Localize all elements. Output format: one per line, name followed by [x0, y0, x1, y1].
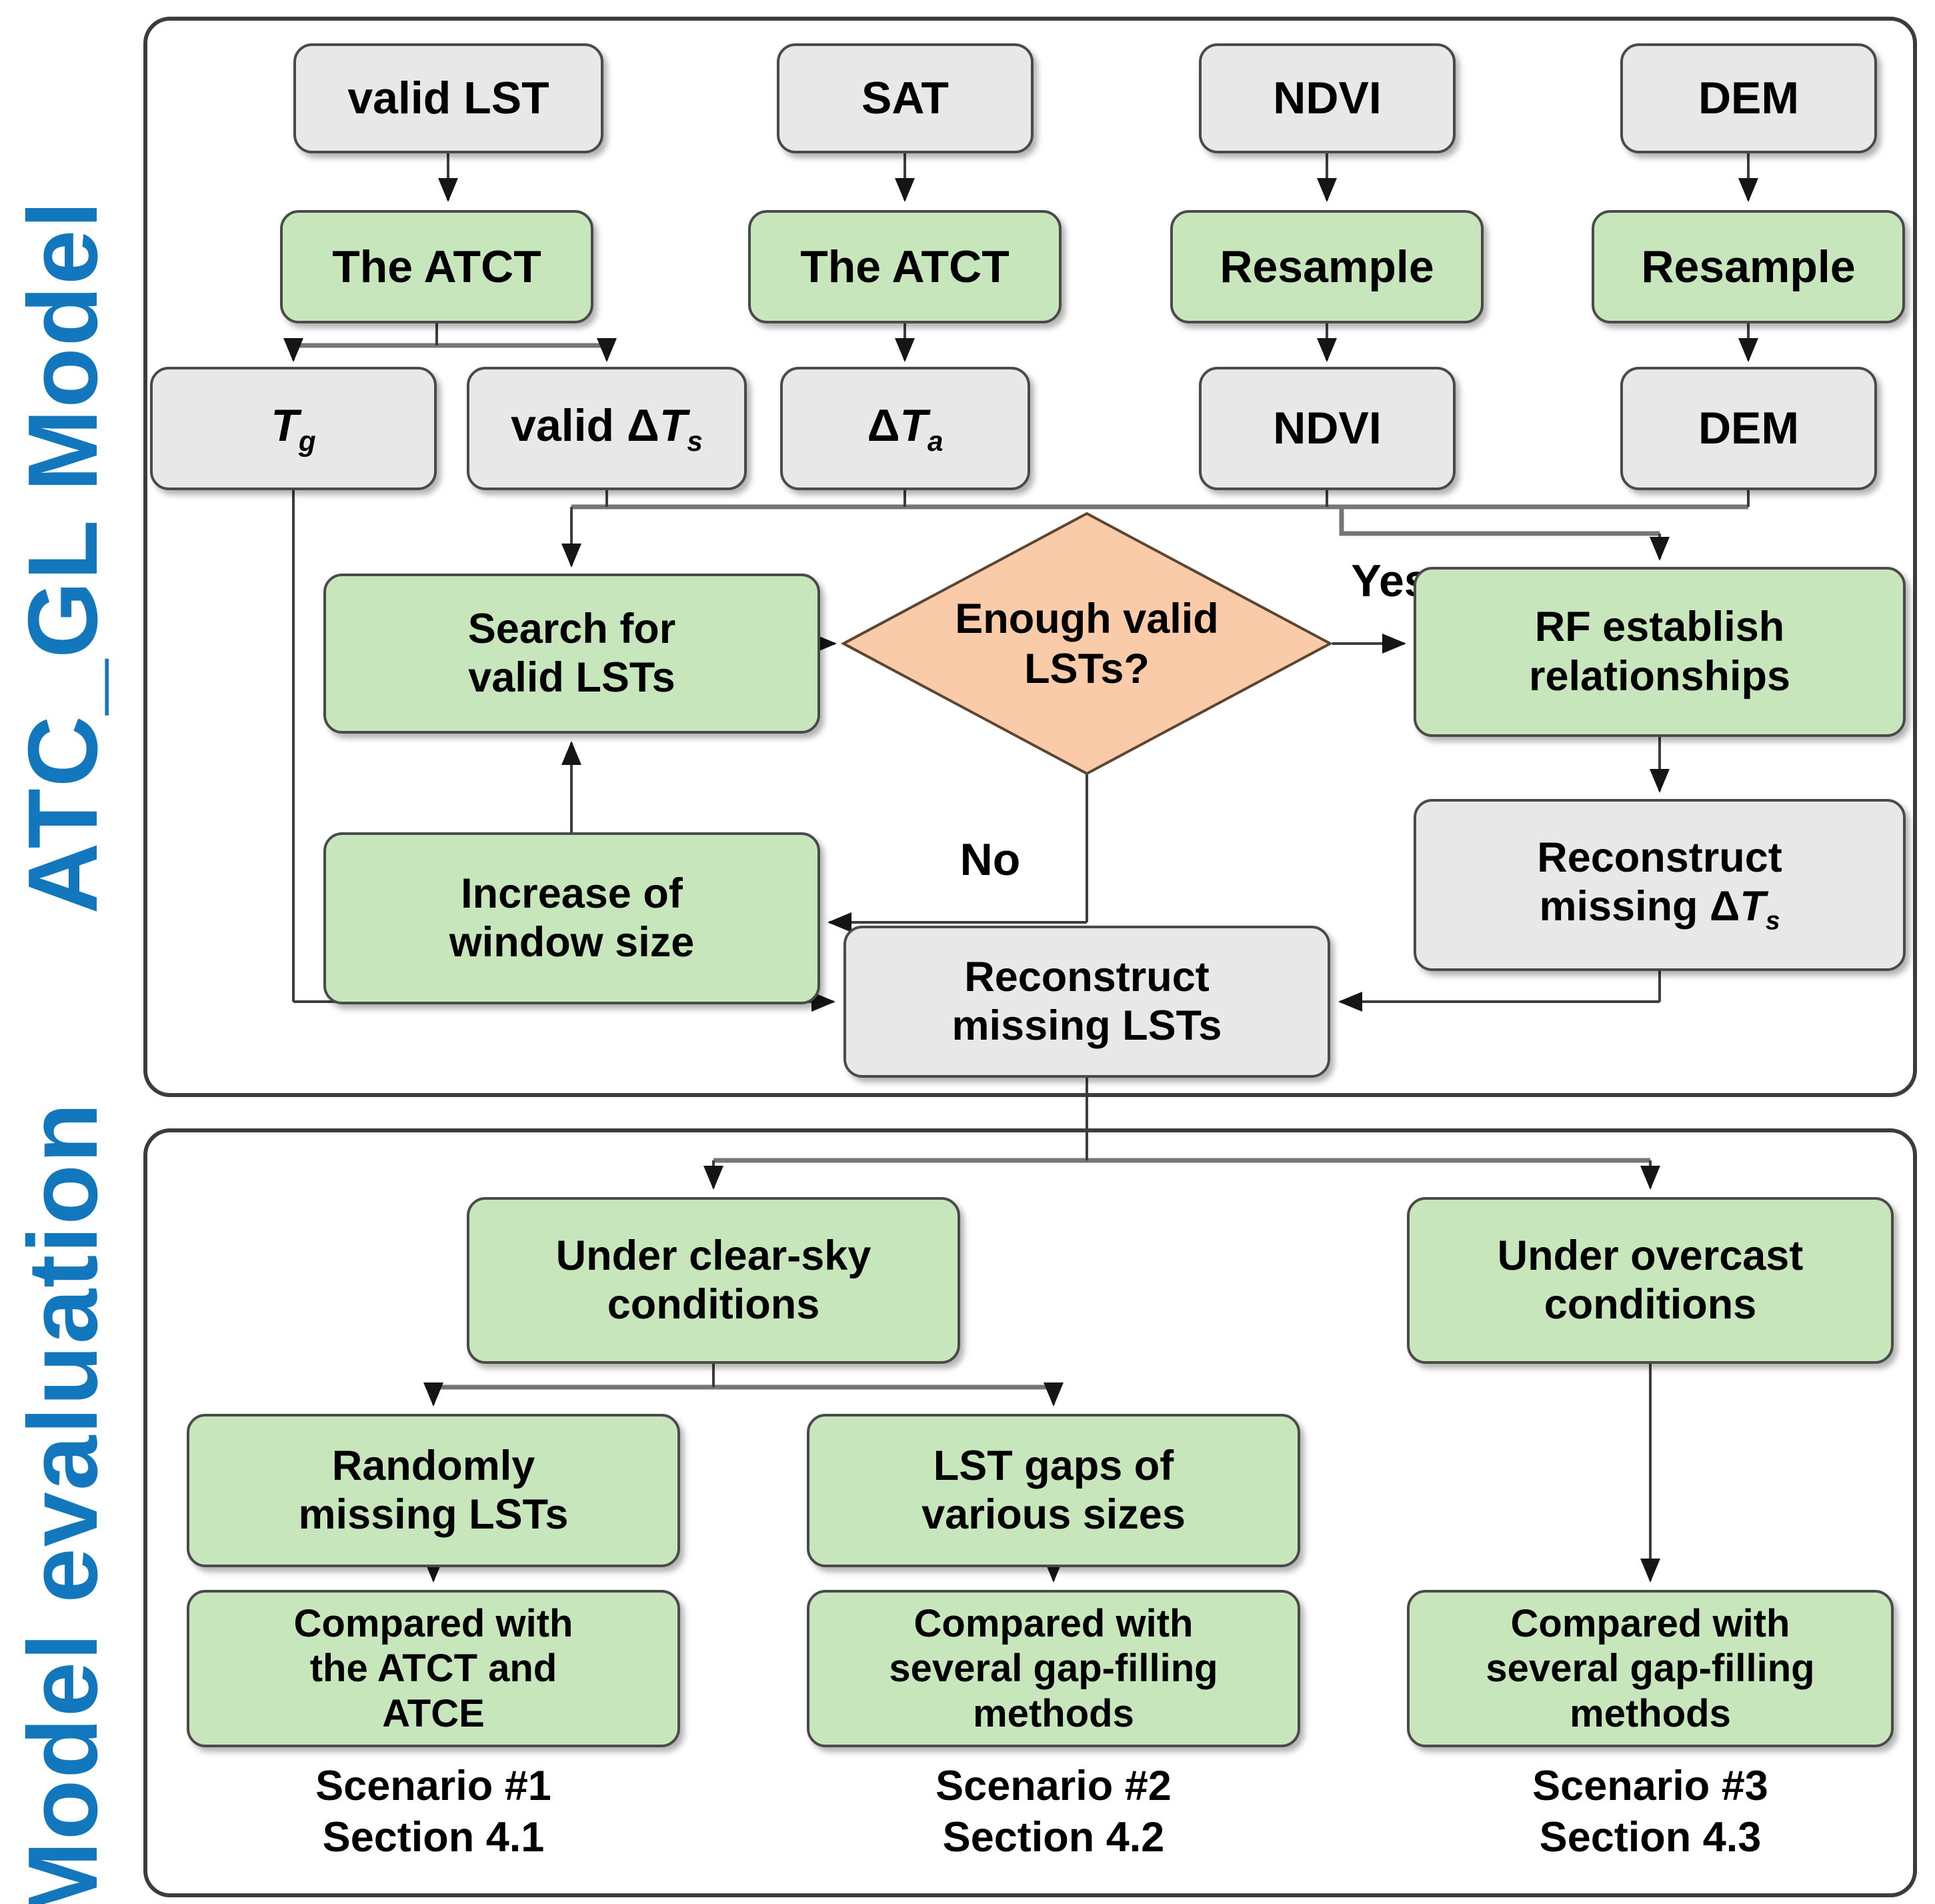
node-cmp1-line2: the ATCT and [309, 1647, 557, 1691]
node-cmp3-line2: several gap-filling [1486, 1647, 1815, 1691]
node-cmp1-line3: ATCE [382, 1691, 485, 1735]
node-compared-gap-filling-2: Compared with several gap-filling method… [1407, 1590, 1894, 1747]
node-lst-gaps: LST gaps of various sizes [807, 1414, 1300, 1567]
node-clear-sky-line1: Under clear-sky [555, 1232, 871, 1279]
caption-scenario-2: Scenario #2 Section 4.2 [807, 1761, 1300, 1863]
node-reconstruct-missing-delta-ts: Reconstruct missing ΔTs [1414, 799, 1906, 971]
node-rf-line2: relationships [1528, 652, 1791, 700]
node-lst-gaps-line2: various sizes [921, 1491, 1186, 1538]
node-overcast: Under overcast conditions [1407, 1197, 1894, 1364]
node-delta-ta-label: ΔTa [867, 399, 943, 457]
node-valid-lst: valid LST [293, 43, 603, 153]
node-cmp3-line1: Compared with [1510, 1602, 1790, 1646]
node-valid-lst-label: valid LST [347, 73, 549, 124]
node-recon-lsts-line2: missing LSTs [951, 1002, 1222, 1049]
node-resample-2: Resample [1592, 210, 1905, 323]
node-recon-dts-line1: Reconstruct [1537, 834, 1782, 881]
node-lst-gaps-line1: LST gaps of [933, 1442, 1174, 1489]
scenario2-line1: Scenario #2 [935, 1763, 1172, 1809]
node-search-valid-lsts: Search for valid LSTs [323, 574, 820, 734]
decision-diamond [840, 512, 1334, 776]
node-dem-resampled-label: DEM [1698, 403, 1800, 454]
node-delta-ta: ΔTa [780, 367, 1030, 490]
node-resample-1: Resample [1170, 210, 1484, 323]
panel-atc-gl-model [143, 17, 1917, 1097]
node-increase-window: Increase of window size [323, 832, 820, 1004]
node-dem-input-label: DEM [1698, 73, 1800, 124]
node-rf-establish: RF establish relationships [1414, 567, 1906, 737]
node-compared-atct-atce: Compared with the ATCT and ATCE [187, 1590, 680, 1747]
node-valid-delta-ts: valid ΔTs [467, 367, 747, 490]
scenario3-line1: Scenario #3 [1532, 1763, 1768, 1809]
node-sat: SAT [777, 43, 1034, 153]
decision-enough-valid-lsts: Enough valid LSTs? [893, 586, 1280, 702]
decision-line2: LSTs? [1024, 645, 1150, 692]
node-clear-sky: Under clear-sky conditions [467, 1197, 960, 1364]
scenario2-line2: Section 4.2 [942, 1813, 1165, 1861]
node-ndvi-resampled-label: NDVI [1273, 403, 1382, 454]
node-atct-2: The ATCT [748, 210, 1062, 323]
section-label-model-evaluation: Model evaluation [8, 1101, 118, 1904]
node-sat-label: SAT [861, 73, 949, 124]
node-cmp1-line1: Compared with [293, 1602, 573, 1646]
node-increase-line1: Increase of [461, 870, 683, 917]
node-dem-input: DEM [1620, 43, 1877, 153]
node-atct-2-label: The ATCT [800, 241, 1010, 292]
scenario1-line2: Section 4.1 [322, 1813, 545, 1861]
decision-line1: Enough valid [955, 596, 1219, 643]
node-valid-delta-ts-label: valid ΔTs [511, 399, 703, 457]
node-reconstruct-missing-lsts: Reconstruct missing LSTs [843, 926, 1330, 1078]
node-ndvi-resampled: NDVI [1199, 367, 1456, 490]
arrow-lines [283, 153, 1758, 1583]
panel-model-evaluation [143, 1128, 1917, 1897]
node-cmp2-line3: methods [973, 1691, 1134, 1735]
node-resample-1-label: Resample [1220, 241, 1434, 292]
branch-label-no: No [959, 834, 1021, 885]
node-recon-dts-line2: missing ΔTs [1539, 883, 1780, 936]
node-randomly-missing: Randomly missing LSTs [187, 1414, 680, 1567]
node-rf-line1: RF establish [1534, 604, 1785, 651]
node-tg-label: Tg [271, 399, 316, 457]
scenario3-line2: Section 4.3 [1539, 1813, 1762, 1861]
node-recon-lsts-line1: Reconstruct [964, 953, 1210, 1000]
node-search-line1: Search for [467, 605, 676, 652]
scenario1-line1: Scenario #1 [315, 1763, 551, 1809]
node-search-line2: valid LSTs [468, 654, 675, 701]
node-random-line2: missing LSTs [298, 1491, 569, 1538]
node-overcast-line1: Under overcast [1497, 1232, 1804, 1279]
node-clear-sky-line2: conditions [607, 1281, 820, 1328]
node-increase-line2: window size [449, 919, 695, 966]
bus-lines [293, 343, 1748, 1390]
node-compared-gap-filling-1: Compared with several gap-filling method… [807, 1590, 1300, 1747]
node-atct-1-label: The ATCT [332, 241, 541, 292]
node-random-line1: Randomly [331, 1442, 535, 1489]
node-tg: Tg [150, 367, 437, 490]
node-cmp3-line3: methods [1570, 1691, 1731, 1735]
plain-lines [292, 323, 1750, 1387]
caption-scenario-3: Scenario #3 Section 4.3 [1407, 1761, 1894, 1863]
node-cmp2-line2: several gap-filling [889, 1647, 1218, 1691]
node-ndvi-input: NDVI [1199, 43, 1456, 153]
caption-scenario-1: Scenario #1 Section 4.1 [187, 1761, 680, 1863]
node-resample-2-label: Resample [1641, 241, 1856, 292]
section-label-atc-gl-model: ATC_GL Model [8, 199, 118, 914]
node-overcast-line2: conditions [1544, 1281, 1757, 1328]
node-cmp2-line1: Compared with [913, 1602, 1194, 1646]
node-atct-1: The ATCT [280, 210, 593, 323]
node-ndvi-input-label: NDVI [1273, 73, 1382, 124]
node-dem-resampled: DEM [1620, 367, 1877, 490]
